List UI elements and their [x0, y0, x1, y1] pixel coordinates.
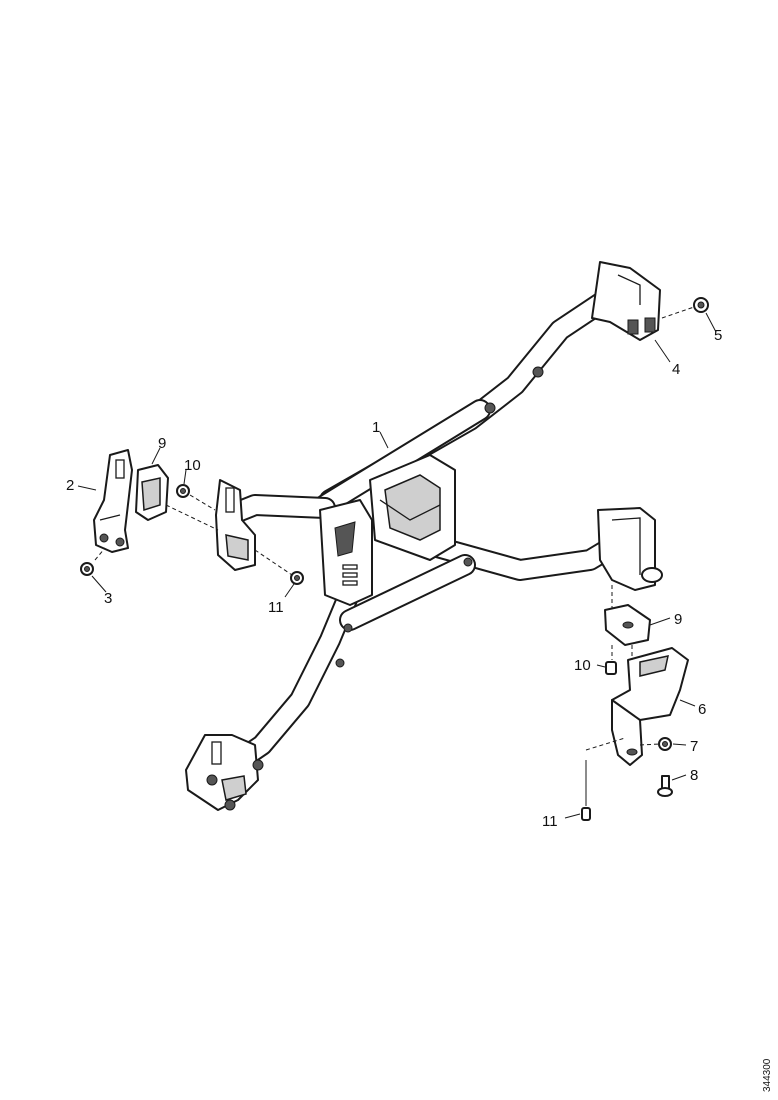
main-frame [185, 261, 663, 811]
callout-11-right: 11 [542, 813, 558, 830]
left-bracket-part-2 [93, 449, 133, 553]
callout-10-right: 10 [574, 657, 591, 674]
callout-6: 6 [698, 701, 706, 718]
callout-labels: 1 2 3 4 5 9 10 11 9 10 6 7 8 11 [66, 327, 722, 830]
callout-3: 3 [104, 590, 112, 607]
right-mount-part-9 [604, 604, 651, 646]
callout-2: 2 [66, 477, 74, 494]
callout-9-right: 9 [674, 611, 682, 628]
callout-8: 8 [690, 767, 698, 784]
callout-11-left: 11 [268, 599, 284, 616]
fasteners [80, 297, 709, 821]
assembly-axis-lines [94, 306, 695, 751]
right-bracket-part-6 [611, 647, 689, 766]
callout-1: 1 [372, 419, 380, 436]
reference-code: 344300 [762, 1058, 773, 1092]
callout-5: 5 [714, 327, 722, 344]
left-mount-part-9 [135, 464, 169, 521]
callout-10-left: 10 [184, 457, 201, 474]
callout-7: 7 [690, 738, 698, 755]
callout-9-left: 9 [158, 435, 166, 452]
leader-lines [77, 312, 717, 819]
callout-4: 4 [672, 361, 680, 378]
